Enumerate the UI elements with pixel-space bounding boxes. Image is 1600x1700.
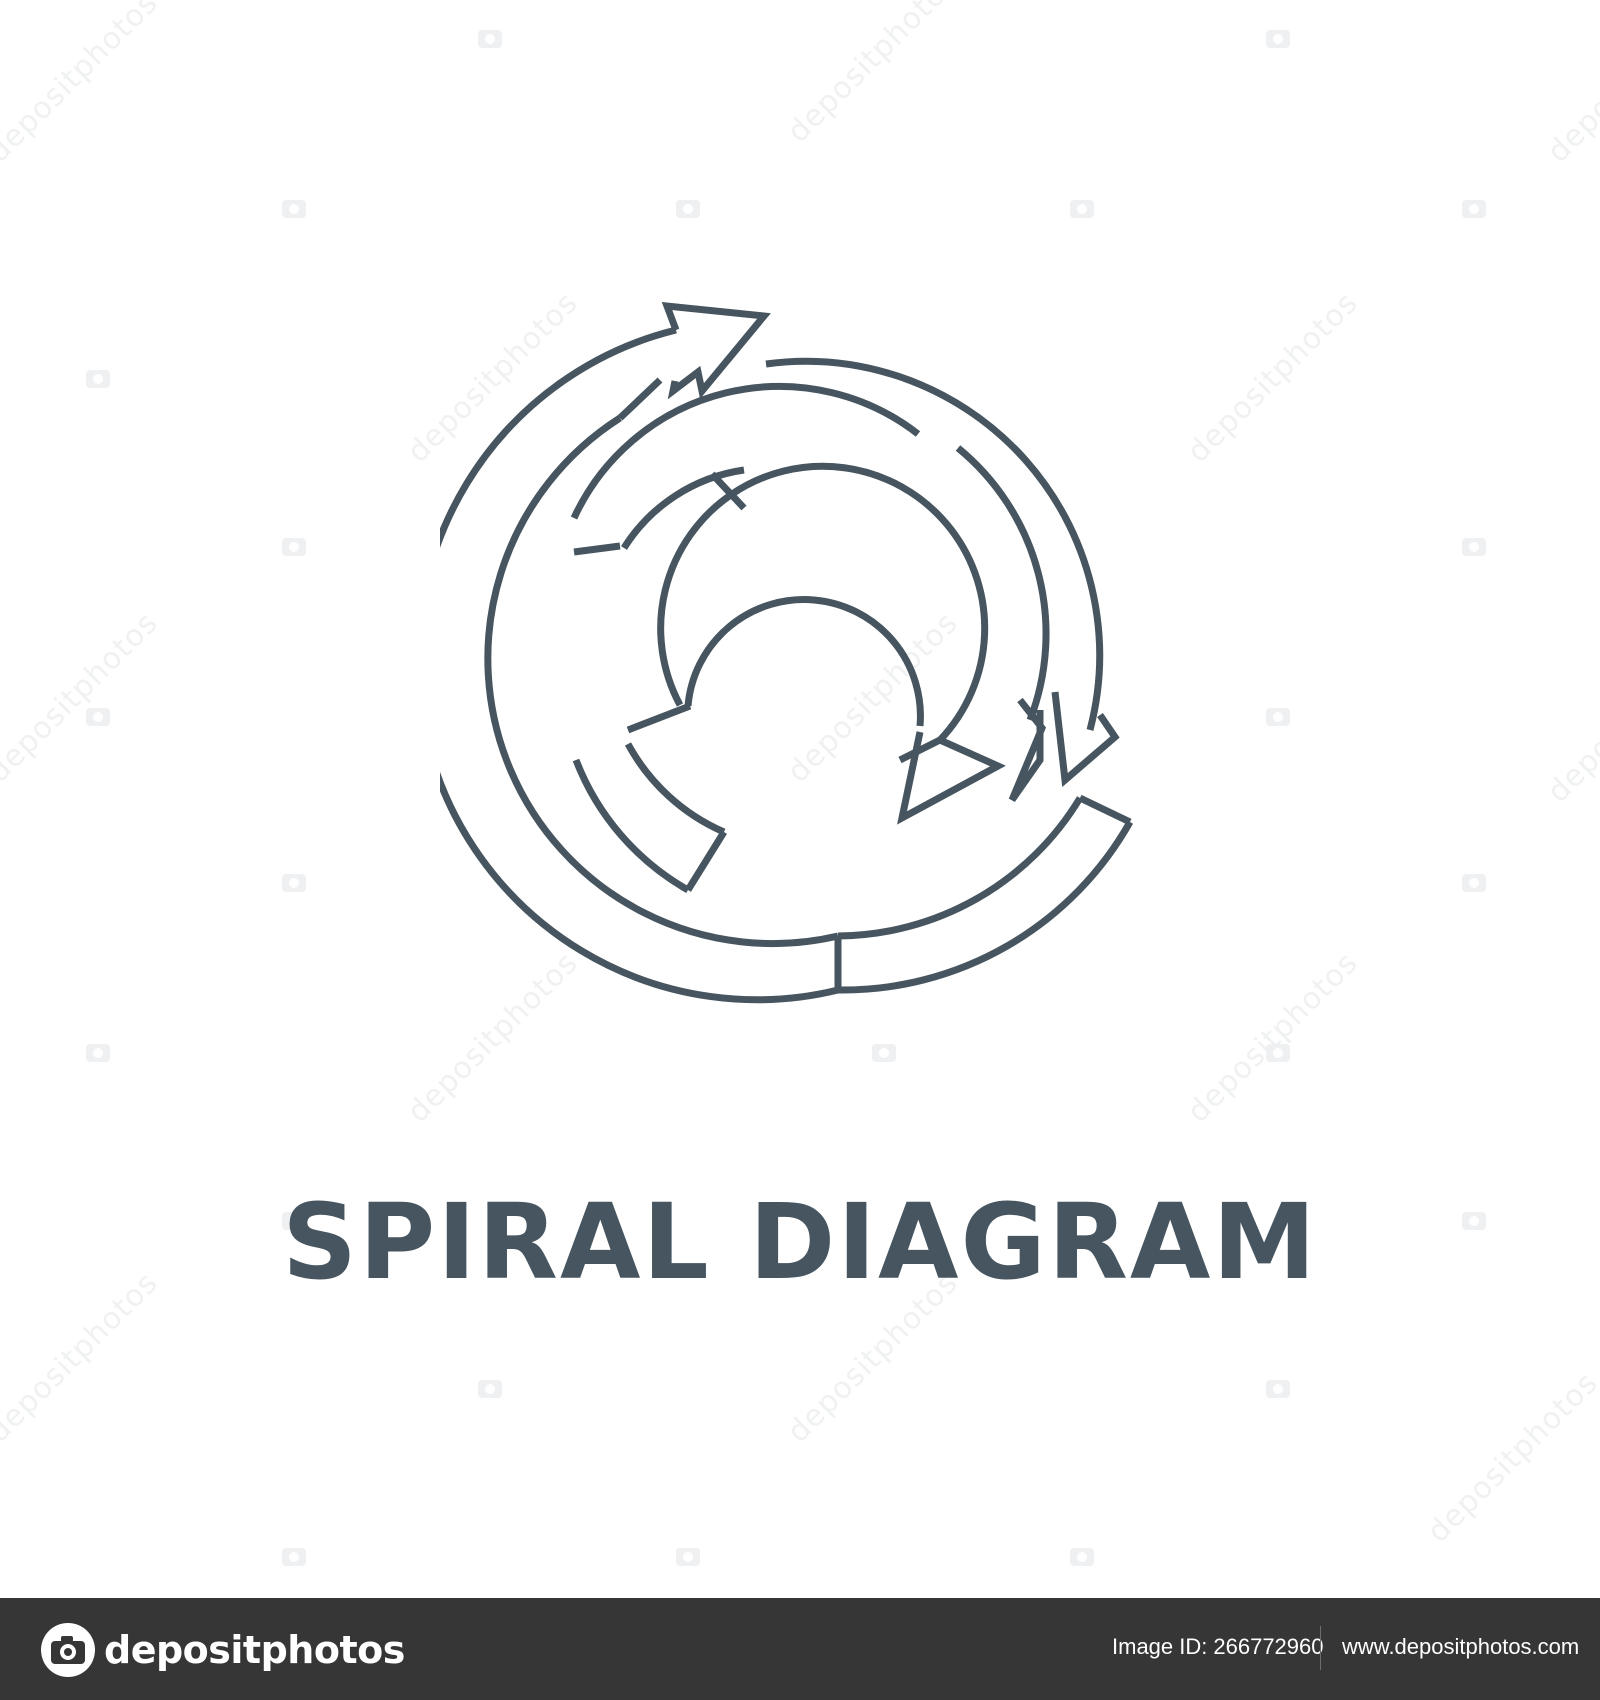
outer-bottom-arc-outer: [837, 820, 1134, 994]
image-id: Image ID: 266772960: [1112, 1634, 1324, 1660]
outer-left-arc-inner: [484, 415, 839, 948]
camera-watermark-icon: [282, 200, 306, 218]
camera-watermark-icon: [282, 1548, 306, 1566]
top-left-arrow-stem: [617, 377, 663, 421]
stock-image-canvas: depositphotos depositphotos depositphoto…: [0, 0, 1600, 1566]
camera-watermark-icon: [86, 1044, 110, 1062]
top-left-arrowhead: [661, 301, 771, 400]
bottom-left-segment-cap: [685, 830, 727, 892]
site-url-link[interactable]: www.depositphotos.com: [1342, 1634, 1580, 1659]
camera-watermark-icon: [282, 538, 306, 556]
footer-divider: [1320, 1626, 1321, 1670]
inner-circle-arc-inner: [684, 596, 924, 727]
brand-name: depositphotos: [104, 1628, 405, 1672]
inner-circle-left-cap: [626, 702, 692, 734]
outer-right-arrowhead: [1051, 691, 1120, 787]
camera-logo-icon: [41, 1623, 95, 1677]
bottom-left-segment-outer: [624, 742, 726, 836]
camera-watermark-icon: [1266, 1044, 1290, 1062]
camera-watermark-icon: [676, 1548, 700, 1566]
middle-ring-divider-left: [573, 542, 621, 556]
watermark-text: depositphotos: [0, 0, 166, 170]
camera-watermark-icon: [478, 30, 502, 48]
watermark-text: depositphotos: [780, 0, 966, 150]
icon-title: SPIRAL DIAGRAM: [282, 1181, 1318, 1303]
watermark-text: depositphotos: [1420, 1365, 1600, 1550]
outer-bottom-cap: [1078, 794, 1132, 826]
middle-ring-arc-outer: [570, 382, 921, 520]
spiral-diagram-icon: [440, 270, 1140, 1010]
outer-right-arc: [765, 357, 1104, 731]
camera-watermark-icon: [86, 370, 110, 388]
camera-watermark-icon: [86, 708, 110, 726]
middle-ring-divider-top: [709, 471, 747, 511]
middle-ring-arc-inner: [621, 466, 745, 550]
camera-watermark-icon: [1070, 1548, 1094, 1566]
camera-watermark-icon: [872, 1044, 896, 1062]
camera-watermark-icon: [282, 874, 306, 892]
camera-watermark-icon: [1070, 200, 1094, 218]
outer-left-arc-outer: [440, 326, 839, 1004]
middle-right-arrowhead: [1008, 697, 1047, 803]
stock-footer-bar: depositphotos Image ID: 266772960 www.de…: [0, 1598, 1600, 1700]
image-id-value: 266772960: [1213, 1634, 1324, 1659]
image-id-label: Image ID:: [1112, 1634, 1208, 1659]
middle-right-arc: [955, 445, 1050, 722]
bottom-left-segment-inner: [572, 758, 690, 894]
watermark-text: depositphotos: [1180, 285, 1366, 470]
camera-watermark-icon: [1462, 200, 1486, 218]
camera-watermark-icon: [1462, 538, 1486, 556]
watermark-text: depositphotos: [1540, 625, 1600, 810]
watermark-text: depositphotos: [1180, 945, 1366, 1130]
camera-watermark-icon: [676, 200, 700, 218]
brand-logo-group[interactable]: depositphotos: [40, 1622, 405, 1678]
camera-watermark-icon: [1266, 1380, 1290, 1398]
camera-watermark-icon: [1266, 30, 1290, 48]
spiral-diagram-icon-svg: [440, 301, 1134, 1004]
outer-bottom-arc-inner: [837, 796, 1083, 940]
inner-circle-arc: [657, 462, 989, 743]
watermark-text: depositphotos: [1540, 0, 1600, 170]
inner-bottom-arrowhead: [897, 731, 1006, 825]
camera-watermark-icon: [1266, 708, 1290, 726]
camera-watermark-icon: [1462, 874, 1486, 892]
camera-watermark-icon: [478, 1380, 502, 1398]
watermark-text: depositphotos: [0, 605, 166, 790]
